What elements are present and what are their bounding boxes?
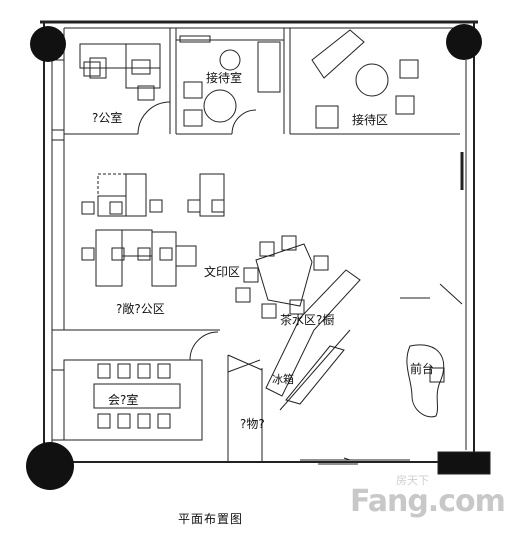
open-office-label: ?敞?公区 bbox=[116, 302, 165, 316]
front-desk-label: 前台 bbox=[410, 362, 435, 376]
tea-area-label: 茶水区?橱 bbox=[280, 313, 335, 327]
office-label: ?公室 bbox=[92, 111, 123, 125]
print-area-label: 文印区 bbox=[204, 265, 241, 279]
storage-label: ?物? bbox=[240, 417, 265, 431]
watermark-cn: 房天下 bbox=[396, 474, 429, 487]
fridge-label: 冰箱 bbox=[272, 373, 294, 386]
reception-area-label: 接待区 bbox=[352, 113, 389, 127]
reception-room-label: 接待室 bbox=[206, 71, 243, 85]
column-top-left bbox=[30, 26, 66, 62]
meeting-room-label: 会?室 bbox=[108, 393, 139, 407]
column-top-right bbox=[446, 24, 482, 60]
watermark-logo: Fang.com bbox=[350, 484, 506, 519]
column-bottom-left bbox=[26, 442, 74, 490]
plan-caption: 平面布置图 bbox=[178, 512, 244, 526]
